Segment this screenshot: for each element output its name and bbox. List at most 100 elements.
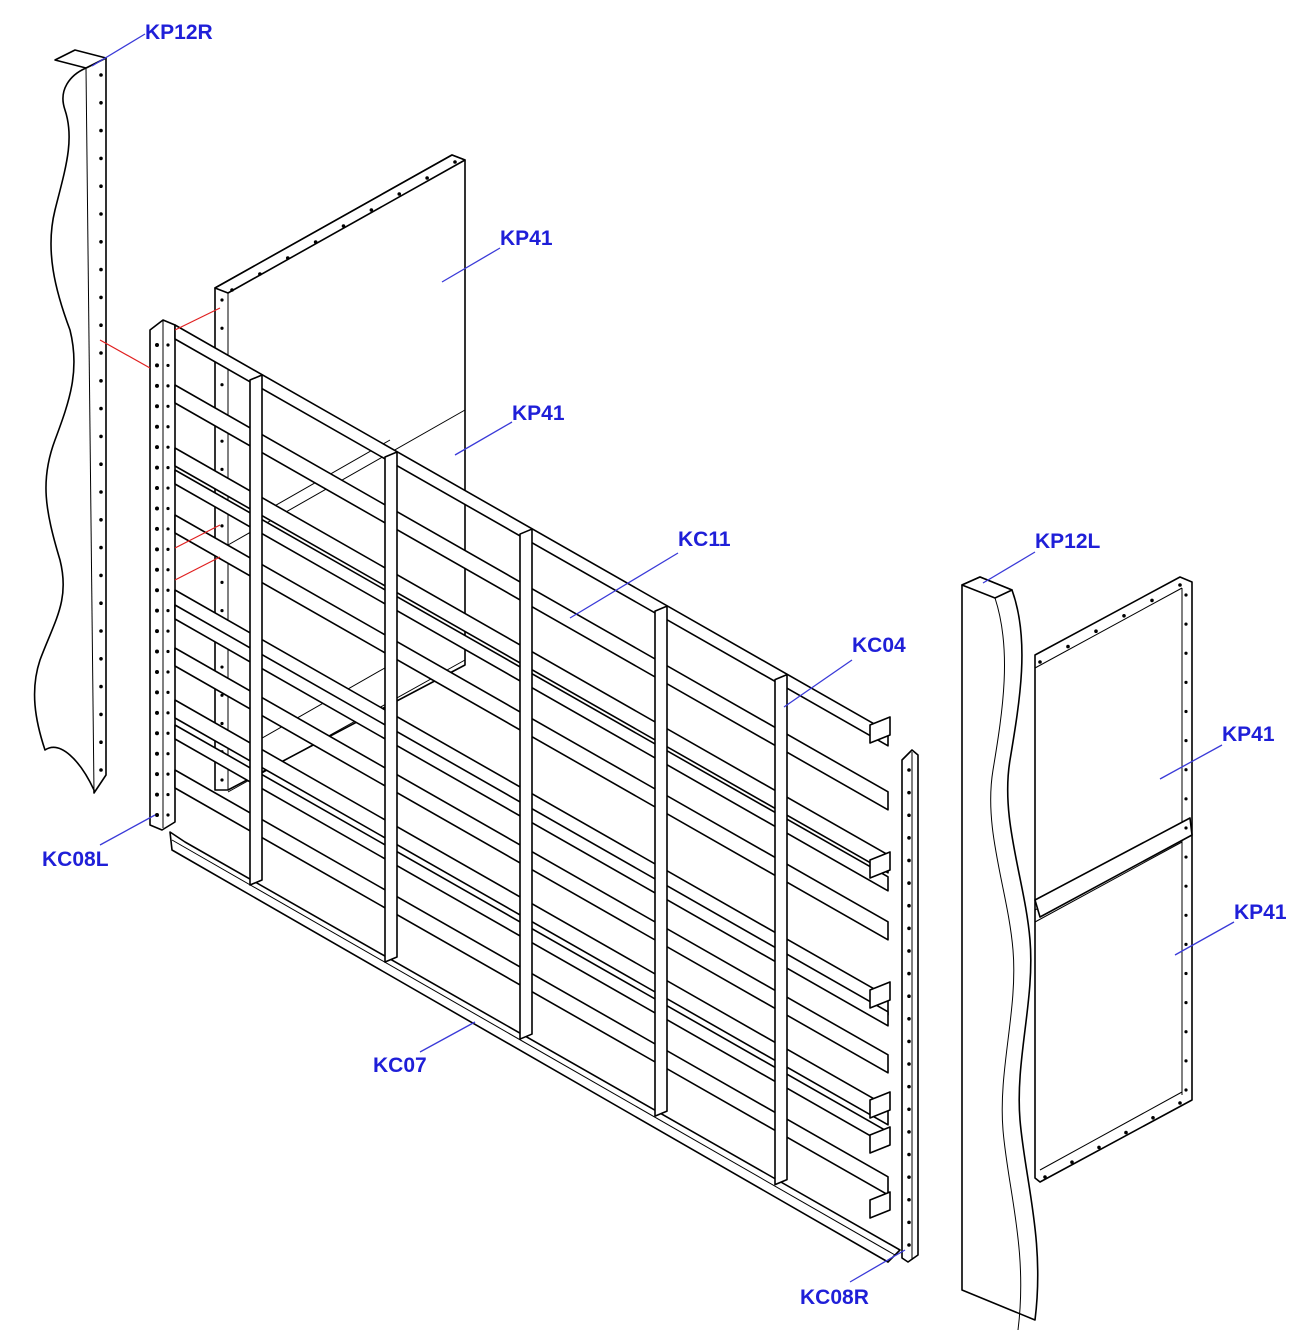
bolt-hole — [907, 1153, 911, 1157]
bolt-hole — [1038, 660, 1042, 664]
bolt-hole — [166, 670, 169, 673]
bolt-hole — [1150, 599, 1154, 603]
bolt-hole — [1178, 583, 1182, 587]
bolt-hole — [1184, 943, 1187, 946]
bolt-hole — [1124, 1131, 1128, 1135]
bolt-hole — [453, 160, 457, 164]
bolt-hole — [342, 224, 346, 228]
bolt-hole — [155, 711, 159, 715]
frame-post — [250, 375, 262, 885]
label-kc04: KC04 — [852, 634, 906, 657]
bolt-hole — [155, 445, 159, 449]
bolt-hole — [155, 343, 159, 347]
bolt-hole — [258, 272, 262, 276]
bolt-hole — [99, 490, 103, 494]
bolt-hole — [166, 589, 169, 592]
bolt-hole — [1184, 826, 1187, 829]
bolt-hole — [99, 546, 103, 550]
part-kp41-right-frames — [1035, 577, 1192, 1182]
bolt-hole — [99, 351, 103, 355]
bolt-hole — [907, 1130, 911, 1134]
bolt-hole — [155, 384, 159, 388]
frame-post — [520, 529, 532, 1039]
bolt-hole — [155, 752, 159, 756]
callout-kp41-mid: KP41 — [455, 402, 565, 455]
callout-kc07: KC07 — [373, 1022, 475, 1077]
bolt-hole — [99, 129, 103, 133]
bolt-hole — [155, 650, 159, 654]
bolt-hole — [166, 364, 169, 367]
bolt-hole — [155, 363, 159, 367]
label-kc08r: KC08R — [800, 1286, 869, 1309]
bolt-hole — [907, 836, 911, 840]
bolt-hole — [99, 407, 103, 411]
label-kp41-mid: KP41 — [512, 402, 565, 425]
bolt-hole — [155, 404, 159, 408]
bolt-hole — [1184, 1030, 1187, 1033]
bolt-hole — [1184, 623, 1187, 626]
bolt-hole — [166, 384, 169, 387]
bolt-hole — [99, 212, 103, 216]
frame-post — [385, 452, 397, 962]
bolt-hole — [99, 462, 103, 466]
bolt-hole — [155, 425, 159, 429]
bolt-hole — [166, 732, 169, 735]
bolt-hole — [1066, 645, 1070, 649]
label-kp41-right-lower: KP41 — [1234, 901, 1287, 924]
frame-post — [655, 606, 667, 1116]
label-kp12r: KP12R — [145, 21, 213, 44]
bolt-hole — [99, 574, 103, 578]
bolt-hole — [155, 609, 159, 613]
bolt-hole — [99, 157, 103, 161]
bolt-hole — [99, 601, 103, 605]
callout-kp12r: KP12R — [92, 21, 213, 66]
bolt-hole — [1184, 652, 1187, 655]
bolt-hole — [220, 440, 223, 443]
bolt-hole — [1184, 710, 1187, 713]
bolt-hole — [1070, 1160, 1074, 1164]
bolt-hole — [99, 379, 103, 383]
bolt-hole — [907, 1175, 911, 1179]
bolt-hole — [907, 1062, 911, 1066]
bolt-hole — [907, 1085, 911, 1089]
bolt-hole — [166, 629, 169, 632]
bolt-hole — [166, 650, 169, 653]
bolt-hole — [907, 881, 911, 885]
bolt-hole — [155, 588, 159, 592]
bolt-hole — [220, 524, 223, 527]
bolt-hole — [155, 793, 159, 797]
bolt-hole — [166, 691, 169, 694]
bolt-hole — [220, 581, 223, 584]
bolt-hole — [230, 288, 234, 292]
bolt-hole — [1043, 1175, 1047, 1179]
bolt-hole — [907, 791, 911, 795]
callout-kc08l: KC08L — [42, 815, 155, 871]
bolt-hole — [99, 184, 103, 188]
bolt-hole — [166, 466, 169, 469]
bolt-hole — [99, 657, 103, 661]
bolt-hole — [99, 268, 103, 272]
part-kp12r-panel — [35, 50, 106, 793]
label-kp41-top: KP41 — [500, 227, 553, 250]
bolt-hole — [1184, 1001, 1187, 1004]
label-kc08l: KC08L — [42, 848, 109, 871]
bolt-hole — [166, 486, 169, 489]
bolt-hole — [99, 740, 103, 744]
bolt-hole — [166, 405, 169, 408]
bolt-hole — [907, 1221, 911, 1225]
bolt-hole — [155, 466, 159, 470]
bolt-hole — [370, 208, 374, 212]
bolt-hole — [907, 972, 911, 976]
bolt-hole — [907, 1243, 911, 1247]
bolt-hole — [166, 548, 169, 551]
callout-kp12l: KP12L — [983, 530, 1101, 583]
bolt-hole — [99, 685, 103, 689]
part-kp12l-panel — [962, 577, 1038, 1330]
part-kc08l-angle — [150, 320, 175, 830]
label-kp12l: KP12L — [1035, 530, 1101, 553]
bolt-hole — [99, 73, 103, 77]
bolt-hole — [99, 240, 103, 244]
bolt-hole — [166, 527, 169, 530]
bolt-hole — [220, 609, 223, 612]
